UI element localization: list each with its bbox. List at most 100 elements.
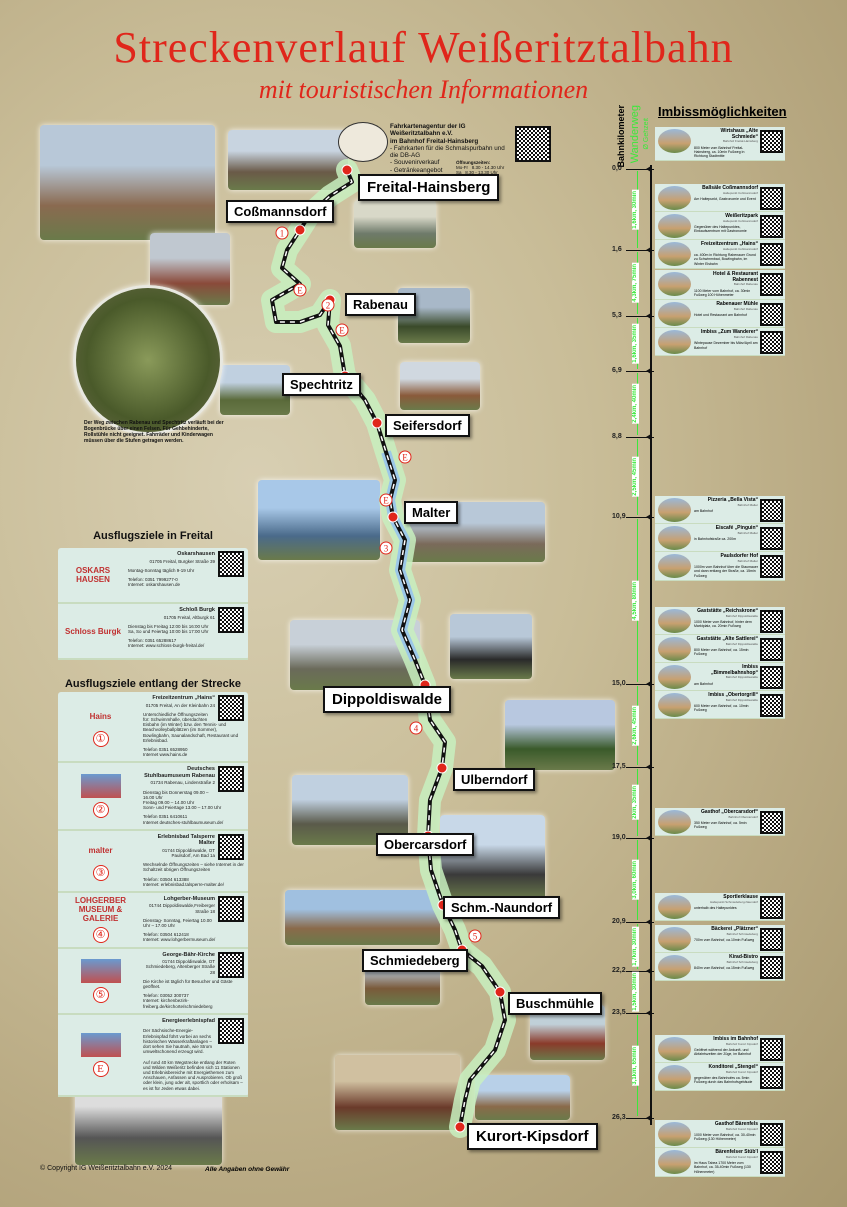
station-dot[interactable]: [341, 164, 353, 176]
imbiss-qr-code[interactable]: [760, 273, 783, 296]
marker-number: ①: [92, 730, 109, 747]
station-label[interactable]: Schmiedeberg: [362, 949, 468, 972]
km-tick-label: 19,0: [612, 834, 626, 841]
imbiss-qr-code[interactable]: [760, 499, 783, 522]
station-photo: [475, 1075, 570, 1120]
imbiss-qr-code[interactable]: [760, 331, 783, 355]
attraction-name: Lohgerber-Museum: [163, 895, 215, 902]
attraction-qr-code[interactable]: [218, 1017, 244, 1044]
imbiss-qr-code[interactable]: [760, 638, 783, 661]
imbiss-qr-code[interactable]: [760, 610, 783, 633]
station-label[interactable]: Obercarsdorf: [376, 833, 475, 856]
station-dot[interactable]: [387, 511, 399, 523]
imbiss-entry: Konditorei „Stengel“Bahnhof Kurort Kipsd…: [655, 1063, 785, 1091]
marker-number: ③: [92, 864, 109, 881]
hours-time: 8.30 - 14.30 Uhr: [471, 165, 505, 171]
attraction-qr-code[interactable]: [218, 895, 244, 922]
station-label[interactable]: Buschmühle: [508, 992, 603, 1015]
imbiss-name: Rabenauer Mühle: [716, 301, 758, 308]
imbiss-text: Gasthof „Obercarsdorf“Bahnhof Obercarsdo…: [694, 808, 758, 832]
imbiss-qr-code[interactable]: [760, 956, 783, 979]
imbiss-entry: Gaststätte „Reichskrone“Bahnhof Dippoldi…: [655, 607, 785, 635]
imbiss-qr-code[interactable]: [760, 694, 783, 717]
attraction-qr-code[interactable]: [218, 833, 244, 860]
imbiss-description: am Bahnhof: [694, 509, 713, 514]
imbiss-qr-code[interactable]: [760, 243, 783, 266]
imbiss-description: 1000 Meter vom Bahnhof, hinter dem Markt…: [694, 620, 752, 629]
imbiss-qr-code[interactable]: [760, 1123, 783, 1146]
imbiss-qr-code[interactable]: [760, 555, 783, 578]
km-tick-label: 20,9: [612, 918, 626, 925]
km-arrow-icon: [646, 764, 651, 770]
imbiss-station: Bahnhof Malter: [737, 502, 758, 507]
km-tick: [626, 1013, 654, 1014]
attraction-qr-code[interactable]: [218, 551, 244, 577]
station-dot[interactable]: [371, 417, 383, 429]
attraction-qr-code[interactable]: [218, 607, 244, 633]
imbiss-qr-code[interactable]: [760, 1151, 783, 1174]
station-dot[interactable]: [436, 762, 448, 774]
train-logo-icon: [338, 122, 388, 162]
imbiss-group: Gaststätte „Reichskrone“Bahnhof Dippoldi…: [655, 607, 785, 719]
imbiss-qr-code[interactable]: [760, 896, 783, 919]
attraction-qr-code[interactable]: [218, 695, 244, 721]
km-tick: [626, 922, 654, 923]
imbiss-qr-code[interactable]: [760, 811, 783, 834]
agency-qr-code[interactable]: [515, 126, 551, 162]
imbiss-qr-code[interactable]: [760, 527, 783, 550]
station-label[interactable]: Kurort-Kipsdorf: [467, 1123, 598, 1150]
station-label[interactable]: Ulberndorf: [453, 768, 536, 791]
imbiss-entry: Wirtshaus „Alte Schmiede“Bahnhof Freital…: [655, 127, 785, 162]
station-label[interactable]: Freital-Hainsberg: [358, 174, 500, 201]
imbiss-qr-code[interactable]: [760, 187, 783, 210]
station-label[interactable]: Spechtritz: [282, 373, 361, 396]
imbiss-name: Gaststätte „Alte Sattlerei“: [696, 636, 758, 642]
strecke-title: Ausflugsziele entlang der Strecke: [64, 678, 242, 690]
station-dot[interactable]: [294, 224, 306, 236]
imbiss-station: Haltepunkt Coßmannsdorf: [722, 246, 758, 251]
imbiss-qr-code[interactable]: [760, 215, 783, 238]
imbiss-qr-code[interactable]: [760, 666, 783, 689]
station-photo: [220, 365, 290, 415]
attraction-qr-code[interactable]: [218, 766, 244, 793]
imbiss-name: Kirad-Bistro: [729, 954, 758, 960]
hike-segment-label: 4,5km, 80min: [632, 580, 639, 621]
station-label[interactable]: Dippoldiswalde: [323, 686, 452, 713]
attraction-logo: [80, 774, 121, 799]
imbiss-name: Imbiss im Bahnhof: [713, 1036, 758, 1042]
attraction-qr-code[interactable]: [218, 951, 244, 978]
station-dot[interactable]: [494, 986, 506, 998]
imbiss-qr-code[interactable]: [760, 1038, 783, 1061]
imbiss-qr-code[interactable]: [760, 130, 783, 153]
station-label[interactable]: Rabenau: [345, 293, 416, 316]
station-dot[interactable]: [454, 1121, 466, 1133]
imbiss-station: Bahnhof Schmiedeberg: [726, 959, 758, 964]
km-tick-label: 6,9: [612, 367, 622, 374]
km-arrow-icon: [646, 919, 651, 925]
station-label[interactable]: Malter: [404, 501, 459, 524]
imbiss-qr-code[interactable]: [760, 1066, 783, 1089]
agency-location: im Bahnhof Freital-Hainsberg: [390, 137, 479, 145]
station-label[interactable]: Coßmannsdorf: [226, 200, 335, 223]
station-label[interactable]: Seifersdorf: [385, 414, 470, 437]
km-arrow-icon: [646, 1115, 651, 1121]
marker-number: E: [92, 1060, 109, 1077]
km-arrow-icon: [646, 968, 651, 974]
imbiss-qr-code[interactable]: [760, 928, 783, 951]
attraction-logo: [80, 958, 121, 983]
hike-segment-label: 4,3km, 75min: [632, 263, 639, 303]
imbiss-qr-code[interactable]: [760, 303, 783, 327]
imbiss-description: in Bahnhofstraße ca. 200m: [694, 537, 737, 542]
km-axis-line: [650, 165, 652, 1125]
route-marker: 5: [468, 929, 482, 943]
station-label[interactable]: Schm.-Naundorf: [443, 896, 561, 919]
attraction-address: 01734 Rabenau, Lindenstraße 2: [150, 780, 215, 786]
